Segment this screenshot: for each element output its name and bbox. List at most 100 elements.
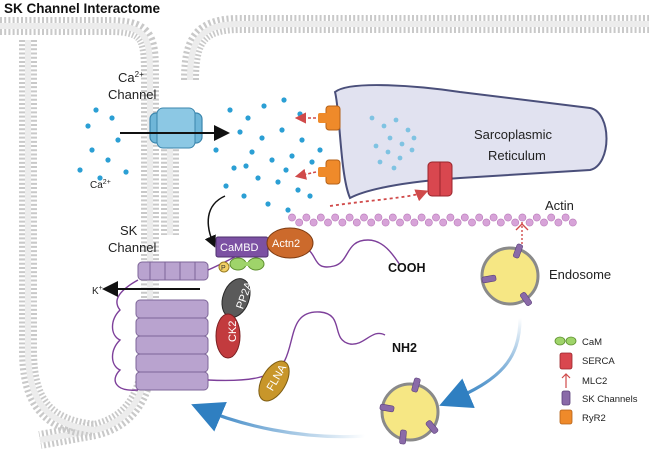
actin-label: Actin — [545, 198, 574, 213]
mlc2-link — [515, 222, 529, 244]
actin-monomer — [410, 218, 419, 227]
mlc2-icon — [561, 373, 571, 388]
actin-monomer — [475, 213, 484, 222]
nh2-label: NH2 — [392, 341, 417, 355]
calcium-ion-dot — [109, 115, 115, 121]
sr-calcium-dot — [381, 123, 387, 129]
k-ion-label: K — [92, 286, 99, 297]
calcium-ion-dot — [213, 147, 219, 153]
calcium-ion-dot — [93, 107, 99, 113]
endosome-label: Endosome — [549, 267, 611, 282]
phosphate-marker: P — [218, 261, 230, 273]
endosome-upper — [480, 243, 540, 306]
membrane-insertion-arrow — [191, 402, 366, 439]
legend-sk-channels: SK Channels — [582, 394, 638, 405]
actin-monomer — [432, 213, 440, 222]
actin-monomer — [568, 218, 577, 227]
actin-monomer — [525, 218, 534, 227]
actin-monomer — [561, 213, 570, 222]
actin-monomer — [424, 218, 433, 227]
calcium-ion-dot — [269, 157, 275, 163]
sk-channel — [102, 261, 209, 391]
legend-ryr2: RyR2 — [582, 413, 606, 424]
ryr2-channel-top — [294, 105, 341, 131]
sr-calcium-dot — [369, 115, 375, 121]
actin-monomer — [482, 218, 491, 227]
calcium-ion-dot — [289, 153, 295, 159]
calcium-ion-dot — [77, 167, 83, 173]
sr-label-1: Sarcoplasmic — [474, 127, 553, 142]
actin-monomer — [511, 218, 520, 227]
sr-calcium-store — [369, 115, 417, 171]
ca-channel-label: Ca — [118, 70, 135, 85]
calcium-ion-dot — [317, 147, 323, 153]
actn2-label: Actn2 — [272, 238, 300, 250]
sk-channel-label-2: Channel — [108, 240, 157, 255]
legend: CaM SERCA MLC2 SK Channels RyR2 — [554, 336, 638, 425]
sr-calcium-dot — [397, 155, 403, 161]
calcium-ion-dot — [105, 157, 111, 163]
calcium-ion-dot — [123, 169, 129, 175]
sr-calcium-dot — [385, 149, 391, 155]
actin-monomer — [468, 218, 476, 227]
sr-calcium-dot — [399, 141, 405, 147]
actin-monomer — [532, 213, 541, 222]
ck2-protein: CK2 — [215, 313, 241, 359]
actin-monomer — [288, 213, 296, 222]
actin-monomer — [388, 213, 397, 222]
calcium-ion-dot — [299, 137, 305, 143]
serca-icon — [559, 352, 573, 370]
legend-cam: CaM — [582, 337, 602, 348]
actin-monomer — [309, 218, 318, 227]
phosphate-label: P — [221, 265, 226, 272]
calcium-ion-dot — [223, 183, 229, 189]
serca-pump — [329, 161, 453, 207]
calcium-ion-dot — [245, 115, 251, 121]
sr-calcium-dot — [393, 117, 399, 123]
calcium-ion-dot — [279, 127, 285, 133]
actin-monomer — [295, 218, 304, 227]
sr-calcium-dot — [377, 159, 383, 165]
actin-monomer — [345, 213, 354, 222]
actin-monomer — [403, 213, 412, 222]
actin-monomer — [360, 213, 368, 222]
actin-monomer — [381, 218, 390, 227]
calcium-ion-dot — [295, 187, 301, 193]
calcium-ion-dot — [259, 135, 265, 141]
actin-monomer — [460, 213, 469, 222]
actin-monomer — [439, 218, 448, 227]
sk-channel-label-1: SK — [120, 223, 138, 238]
calcium-ion-dot — [281, 97, 287, 103]
k-ion-sup: + — [99, 285, 103, 292]
actn2-protein: Actn2 — [266, 227, 314, 259]
sk-channel-icon — [561, 390, 571, 406]
endosome-lower — [379, 377, 440, 445]
actin-monomer — [496, 218, 505, 227]
flna-protein: FLNA — [258, 360, 290, 402]
calcium-ion-dot — [85, 123, 91, 129]
actin-monomer — [453, 218, 462, 227]
actin-monomer — [374, 213, 383, 222]
ca-ion-sup: 2+ — [103, 179, 111, 186]
actin-monomer — [338, 218, 347, 227]
calcium-ion-dot — [97, 175, 103, 181]
sarcoplasmic-reticulum — [333, 84, 608, 200]
actin-monomer — [316, 213, 325, 222]
diagram-title: SK Channel Interactome — [4, 1, 161, 16]
calcium-ion-dot — [297, 111, 303, 117]
actin-monomer — [331, 213, 340, 222]
cooh-label: COOH — [388, 261, 426, 275]
actin-monomer — [446, 213, 455, 222]
calcium-ion-dot — [231, 165, 237, 171]
calcium-ion-dot — [249, 149, 255, 155]
actin-monomer — [352, 218, 361, 227]
calcium-ion-dot — [265, 201, 271, 207]
actin-monomer — [547, 213, 556, 222]
ryr2-icon — [559, 409, 573, 425]
calcium-ion-dot — [275, 179, 281, 185]
pp2a-protein: PP2A — [221, 278, 255, 318]
ryr2-channel-bottom — [294, 159, 341, 185]
svg-text:Ca2+: Ca2+ — [90, 179, 111, 191]
actin-monomer — [324, 218, 332, 227]
